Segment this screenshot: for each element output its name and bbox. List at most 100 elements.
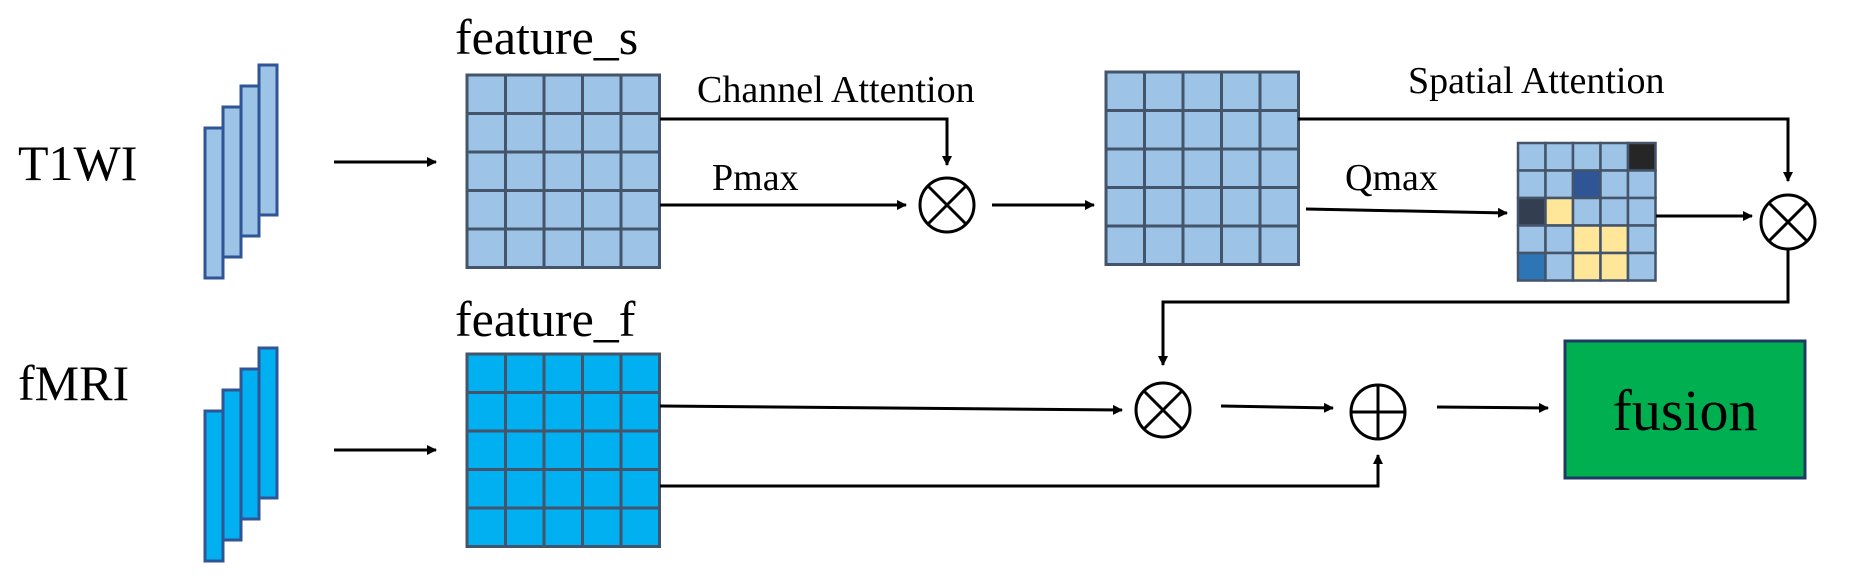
feature-f-cell <box>542 429 584 471</box>
channel-attended-cell <box>1104 147 1146 189</box>
fusion-arrow <box>1436 402 1549 413</box>
pmax-label: Pmax <box>712 157 799 199</box>
channel-attended-cell <box>1220 70 1262 112</box>
spatial-map-cell <box>1599 169 1630 200</box>
feature-f-cell <box>504 391 546 433</box>
spatial-attention-label: Spatial Attention <box>1408 60 1664 102</box>
channel-attended-cell <box>1220 109 1262 151</box>
spatial-map-cell <box>1626 251 1657 282</box>
channel-attended-grid <box>1104 70 1300 266</box>
channel-attended-cell <box>1143 186 1185 228</box>
feature-s-cell <box>465 227 507 269</box>
residual-skip-arrow <box>660 454 1383 488</box>
feature-s-label: feature_s <box>455 9 638 65</box>
channel-attended-cell <box>1258 147 1300 189</box>
channel-attended-cell <box>1258 109 1300 151</box>
feature-f-cell <box>581 391 623 433</box>
channel-attended-cell <box>1104 70 1146 112</box>
channel-attended-cell <box>1104 109 1146 151</box>
spatial-map-cell <box>1544 169 1575 200</box>
multiply-icon-3 <box>1134 381 1192 439</box>
feature-s-cell <box>619 112 661 154</box>
feature-s-cell <box>504 112 546 154</box>
channel-attended-cell <box>1181 147 1223 189</box>
spatial-map-cell <box>1599 224 1630 255</box>
spatial-map-cell <box>1516 141 1547 172</box>
channel-attention-label: Channel Attention <box>697 69 975 111</box>
channel-attended-cell <box>1220 147 1262 189</box>
fusion-box <box>1563 339 1807 480</box>
spatial-map-cell <box>1626 169 1657 200</box>
feature-f-cell <box>542 506 584 548</box>
feature-f-cell <box>465 429 507 471</box>
spatial-map-cell <box>1544 251 1575 282</box>
feature-s-cell <box>581 189 623 231</box>
feature-f-cell <box>619 429 661 471</box>
fmri-volume-icon <box>203 346 279 563</box>
spatial-map-cell <box>1599 141 1630 172</box>
spatial-map-cell <box>1626 141 1657 172</box>
spatial-map-cell <box>1544 141 1575 172</box>
feature-s-cell <box>581 112 623 154</box>
feature-f-cell <box>581 506 623 548</box>
channel-attended-cell <box>1181 70 1223 112</box>
qmax-label: Qmax <box>1345 157 1438 199</box>
multiply-icon-2 <box>1759 193 1817 251</box>
spatial-map-cell <box>1599 251 1630 282</box>
feature-f-cell <box>465 468 507 510</box>
channel-attended-cell <box>1258 224 1300 266</box>
spatial-map-cell <box>1571 196 1602 227</box>
feature-f-cell <box>504 352 546 394</box>
feature-f-cell <box>504 468 546 510</box>
spatial-map-cell <box>1571 251 1602 282</box>
channel-attended-cell <box>1143 147 1185 189</box>
feature-f-cell <box>504 429 546 471</box>
channel-attended-cell <box>1104 186 1146 228</box>
feature-f-cell <box>619 391 661 433</box>
feature-f-cell <box>542 468 584 510</box>
feature-f-multiply-arrow <box>659 404 1123 415</box>
add-icon <box>1349 383 1407 441</box>
channel-attention-arrow <box>660 117 952 166</box>
feature-f-cell <box>581 352 623 394</box>
feature-f-cell <box>619 468 661 510</box>
channel-attended-cell <box>1143 70 1185 112</box>
qmax-arrow <box>1305 207 1508 218</box>
feature-f-cell <box>465 391 507 433</box>
feature-s-cell <box>504 73 546 115</box>
spatial-map-cell <box>1516 196 1547 227</box>
channel-attended-cell <box>1143 224 1185 266</box>
feature-f-cell <box>619 506 661 548</box>
channel-attended-cell <box>1143 109 1185 151</box>
spatial-map-cell <box>1599 196 1630 227</box>
feature-s-grid <box>465 73 661 269</box>
fmri-label: fMRI <box>18 355 129 411</box>
feature-f-cell <box>465 352 507 394</box>
spatial-map-cell <box>1571 141 1602 172</box>
feature-s-cell <box>465 73 507 115</box>
feature-f-cell <box>581 468 623 510</box>
channel-attended-cell <box>1181 186 1223 228</box>
feature-s-cell <box>465 189 507 231</box>
multiply-icon-1 <box>918 176 976 234</box>
channel-attended-cell <box>1104 224 1146 266</box>
feature-f-cell <box>504 506 546 548</box>
spatial-map-cell <box>1544 224 1575 255</box>
spatial-attention-arrow <box>1298 117 1793 182</box>
spatial-map-cell <box>1516 169 1547 200</box>
feature-f-cell <box>465 506 507 548</box>
feature-s-cell <box>542 227 584 269</box>
t1wi-label: T1WI <box>18 135 137 191</box>
spatial-map-cell <box>1516 224 1547 255</box>
multiply-add-arrow <box>1220 402 1334 413</box>
attention-return-arrow <box>1158 249 1790 366</box>
feature-s-cell <box>465 150 507 192</box>
fusion-label: fusion <box>1613 378 1758 443</box>
t1wi-volume-icon <box>203 63 279 280</box>
feature-s-cell <box>619 73 661 115</box>
feature-s-cell <box>542 73 584 115</box>
channel-attended-cell <box>1220 186 1262 228</box>
feature-s-cell <box>619 227 661 269</box>
spatial-attention-map <box>1516 141 1657 282</box>
